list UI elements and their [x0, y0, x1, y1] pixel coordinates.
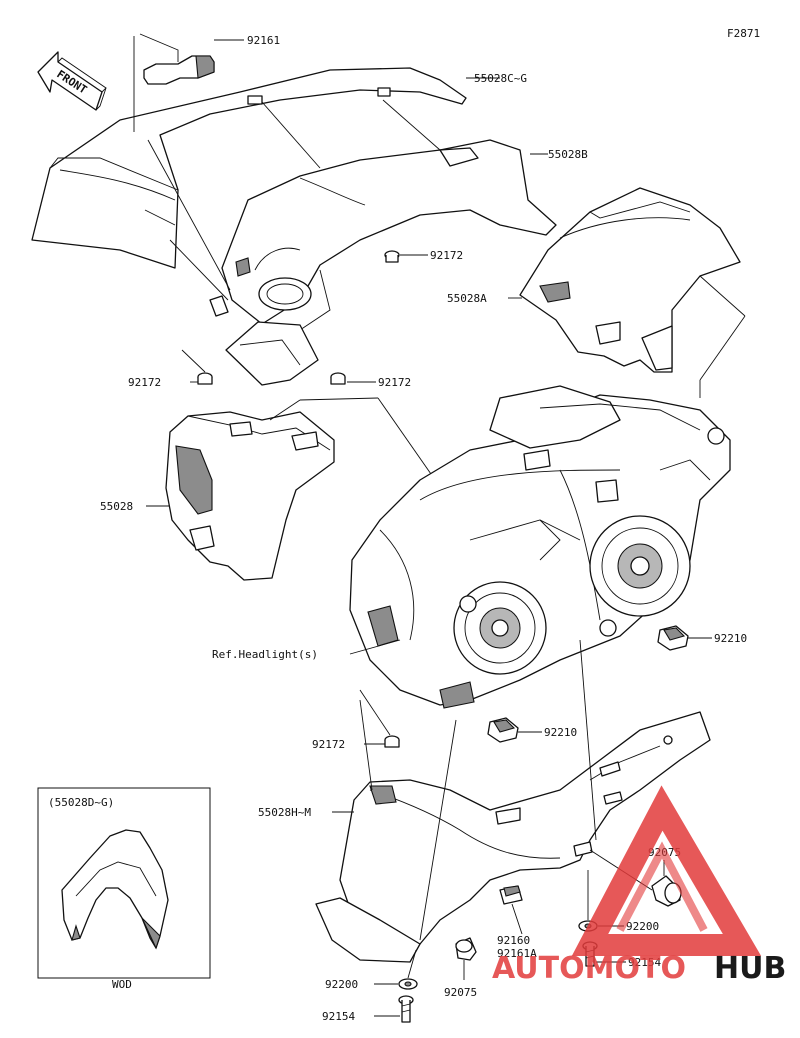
- front-arrow-icon: FRONT: [37, 51, 107, 111]
- clip-92161: [133, 33, 244, 132]
- label-92172-a: 92172: [430, 249, 463, 262]
- bolt-92172-d: [384, 735, 400, 748]
- label-92200-b: 92200: [325, 978, 358, 991]
- label-55028: 55028: [100, 500, 133, 513]
- label-55028B: 55028B: [548, 148, 588, 161]
- washer-92200-b: [398, 978, 418, 990]
- label-55028HM: 55028H~M: [258, 806, 311, 819]
- label-55028CG: 55028C~G: [474, 72, 527, 85]
- label-92172-d: 92172: [312, 738, 345, 751]
- nut-92210-b: [487, 717, 519, 743]
- label-92210-a: 92210: [714, 632, 747, 645]
- lower-cowl-55028HM: [315, 711, 711, 963]
- watermark-part1: AUTOMOTO: [492, 951, 686, 986]
- upper-cowl-55028B: [209, 139, 557, 331]
- label-92161: 92161: [247, 34, 280, 47]
- grommet-92075-a: [651, 875, 682, 907]
- inner-bracket: [225, 321, 319, 386]
- label-92200-a: 92200: [626, 920, 659, 933]
- label-92154-a: 92154: [628, 956, 661, 969]
- figure-code: F2871: [727, 27, 760, 40]
- label-92160: 92160: [497, 934, 530, 947]
- side-cover-55028: [165, 411, 335, 581]
- headlight-assembly: [349, 385, 731, 709]
- label-92210-b: 92210: [544, 726, 577, 739]
- label-92172-c: 92172: [378, 376, 411, 389]
- label-92172-b: 92172: [128, 376, 161, 389]
- inset-title: (55028D~G): [48, 796, 114, 809]
- bolt-92172-c: [330, 372, 346, 385]
- bolt-92172-b: [197, 372, 213, 385]
- label-ref-headlight: Ref.Headlight(s): [212, 648, 318, 661]
- label-55028A: 55028A: [447, 292, 487, 305]
- grommet-92075-b: [455, 937, 477, 961]
- windshield-55028CG: [31, 67, 467, 269]
- label-92161A: 92161A: [497, 947, 537, 960]
- watermark-logo: AUTOMOTO HUB: [492, 785, 786, 986]
- clip-92160: [499, 885, 523, 905]
- label-92154-b: 92154: [322, 1010, 355, 1023]
- nut-92210-a: [657, 625, 689, 651]
- label-92075-b: 92075: [444, 986, 477, 999]
- bolt-92172-a: [384, 250, 400, 263]
- inset-box: (55028D~G) WOD: [37, 787, 211, 991]
- screw-92154-b: [398, 995, 414, 1023]
- watermark-part2: HUB: [714, 951, 786, 986]
- side-cover-55028A: [519, 187, 741, 373]
- inset-caption: WOD: [112, 978, 132, 991]
